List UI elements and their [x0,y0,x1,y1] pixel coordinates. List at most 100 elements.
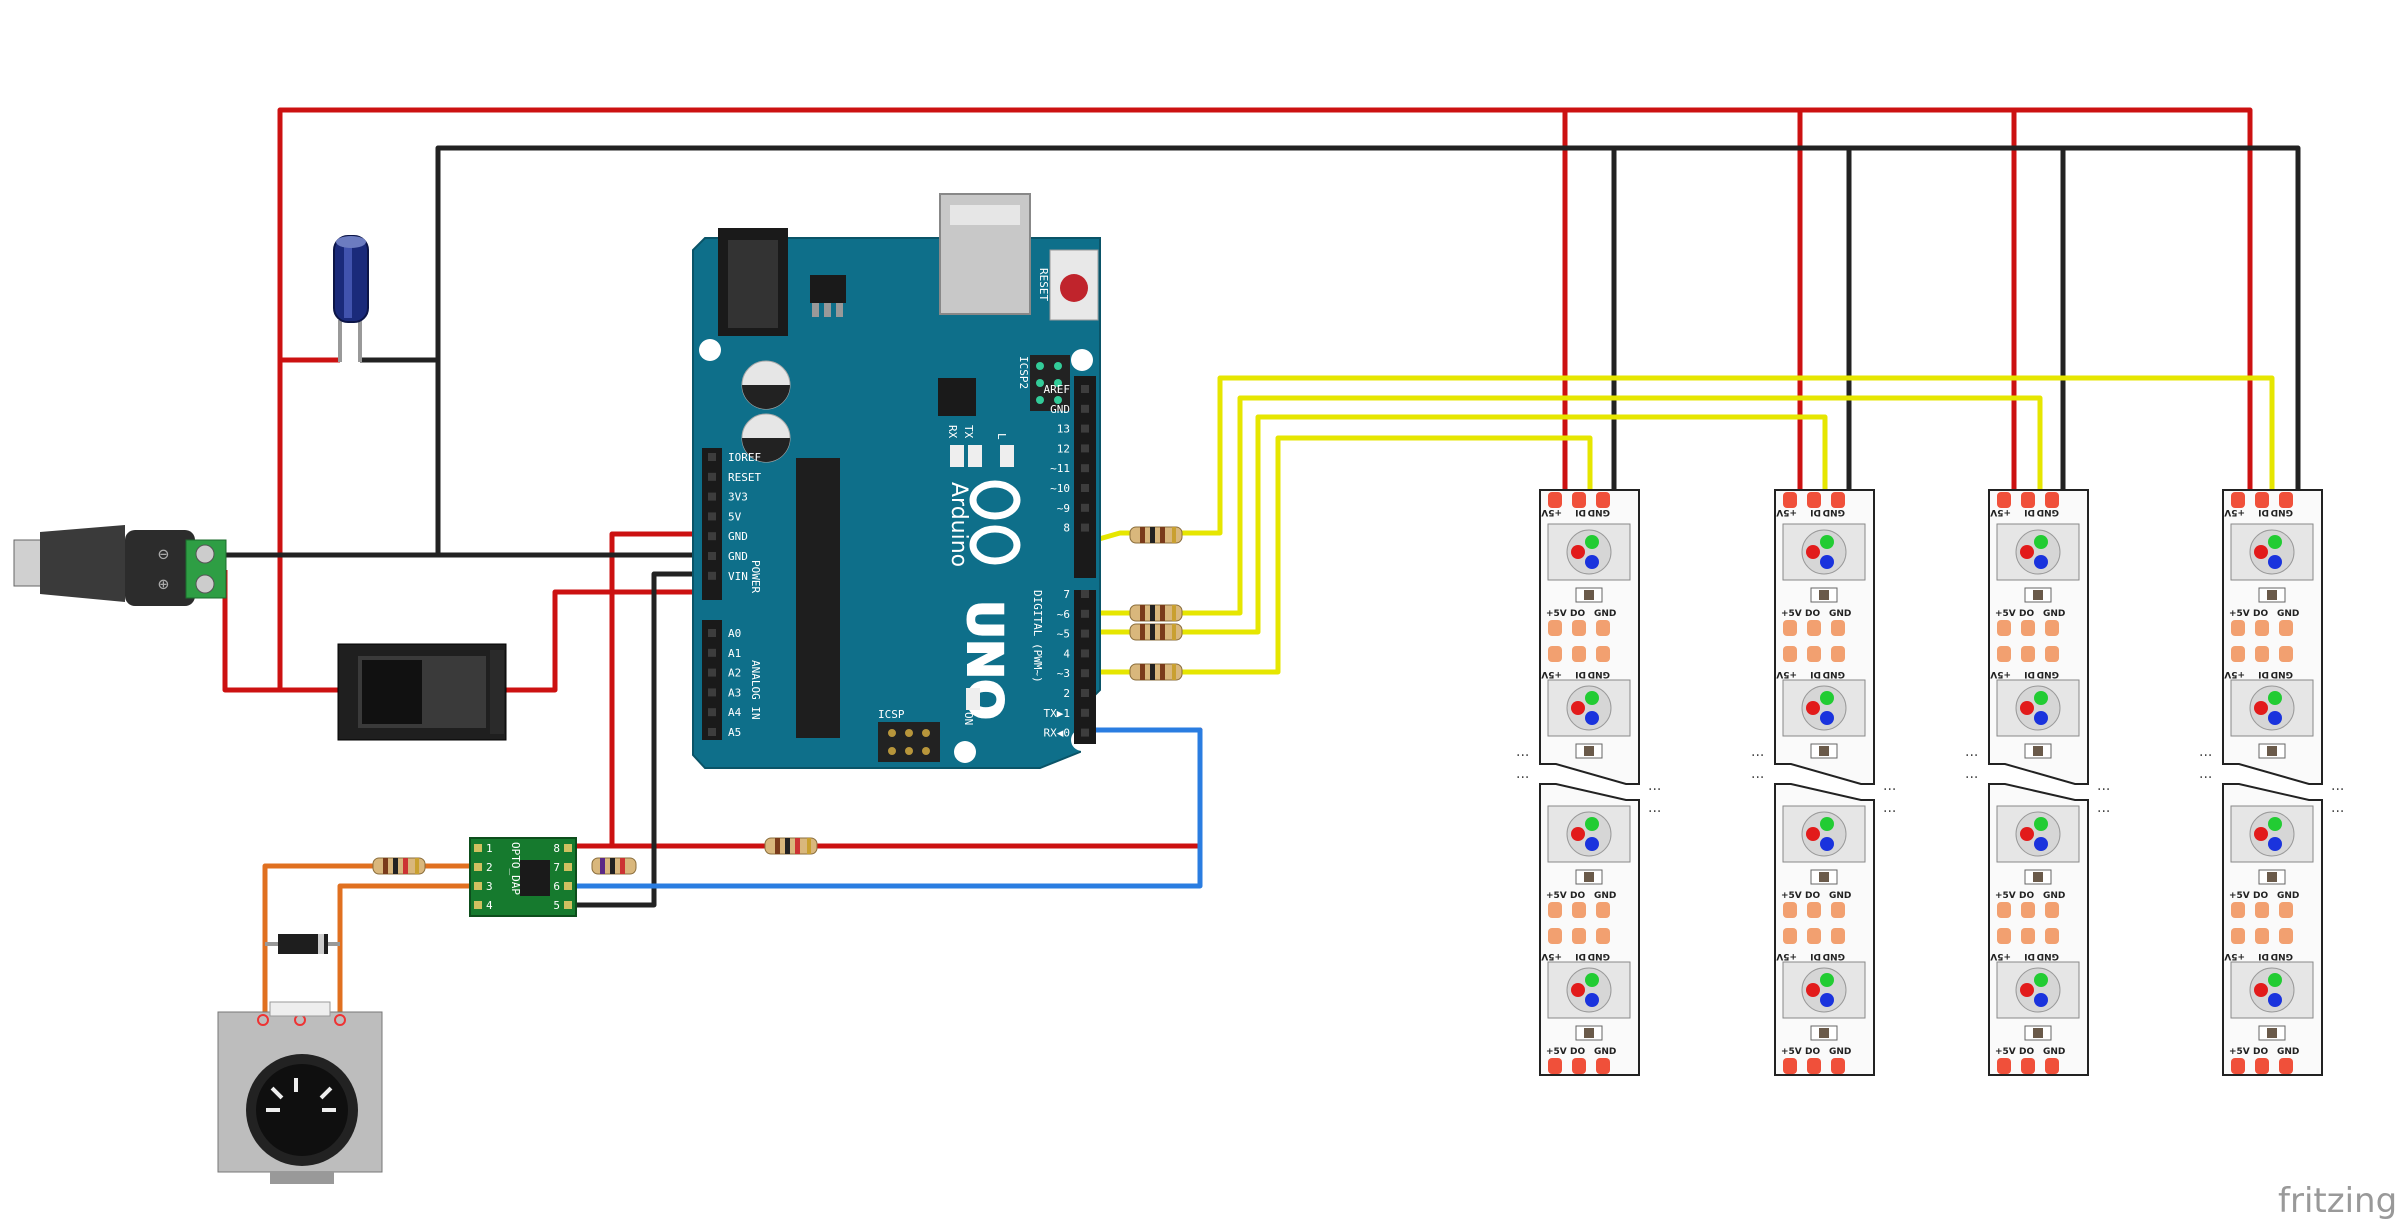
strip-pad [1783,1058,1797,1074]
strip-pad [1572,1058,1586,1074]
strip-pin-label: +5V [2224,507,2245,517]
rx-label: RX [946,425,959,439]
strip-pin-label: +5V [2229,891,2250,901]
strip-pad [2045,492,2059,508]
strip-pin-label: +5V [1541,669,1562,679]
strip-pad [2279,646,2293,662]
pin-label: A0 [728,627,741,640]
strip-pin-label: +5V [1781,1047,1802,1057]
resistor [1129,663,1183,681]
dc-jack: ⊖ ⊕ [13,525,227,606]
rocker-switch[interactable] [337,643,507,741]
strip-pad [2021,928,2035,944]
header-pin [1081,669,1089,678]
strip-pin-label: DO [1805,609,1820,619]
header-pin [1081,404,1089,413]
strip-pin-label: DI [2258,951,2269,961]
strip-pad [1548,928,1562,944]
strip-pad [2279,902,2293,918]
fritzing-logo: fritzing [2278,1181,2397,1221]
header-pin [1081,590,1089,598]
pin-label: IOREF [728,451,761,464]
strip-pin-label: DO [1570,891,1585,901]
strip-pad [1807,928,1821,944]
pin-label: GND [1050,403,1070,416]
strip-pin-label: DI [2024,951,2035,961]
strip-pin-label: +5V [1781,609,1802,619]
header-pin [708,472,716,481]
strip-pad [1572,492,1586,508]
continuation-mark: ... [2331,800,2344,816]
midi-pin-wire-b [337,883,480,1020]
strip-pin-label: GND [1594,1047,1616,1057]
strip-pin-label: GND [1588,507,1610,517]
resistor [591,857,637,875]
strip-pad [1572,902,1586,918]
strip-pad [2021,620,2035,636]
strip-pad [1548,1058,1562,1074]
pin-label: ~11 [1050,462,1070,475]
pin-label: 5V [728,510,742,523]
continuation-mark: ... [1751,744,1764,760]
header-pin [1081,649,1089,658]
strip-pin-label: +5V [2224,669,2245,679]
arduino-model: UNO [956,600,1012,720]
header-pin [708,532,716,541]
strip-pin-label: +5V [1990,669,2011,679]
opto-pin-label: 4 [486,899,493,912]
strip-pin-label: +5V [1990,507,2011,517]
strip-pin-label: GND [2277,1047,2299,1057]
strip-pin-label: +5V [1781,891,1802,901]
mount-hole [1071,349,1093,371]
pin-label: ~9 [1057,502,1070,515]
opto-pin-label: 1 [486,842,493,855]
pin-label: ~10 [1050,482,1070,495]
pin-label: ~6 [1057,608,1070,621]
continuation-mark: ... [2097,778,2110,794]
strip-pad [1997,646,2011,662]
strip-pad [1783,902,1797,918]
strip-pad [1783,646,1797,662]
strip-pin-label: +5V [1546,891,1567,901]
header-pin [1081,464,1089,473]
digital-label: DIGITAL (PWM~) [1031,590,1044,683]
strip-pad [2279,928,2293,944]
strip-pad [2279,620,2293,636]
pin-label: A3 [728,686,741,699]
strip-pad [1596,928,1610,944]
strip-pad [1997,620,2011,636]
strip-pad [1572,646,1586,662]
l-label: L [995,433,1008,440]
strip-pin-label: DO [2019,609,2034,619]
plus-icon: ⊕ [158,574,169,595]
data-wire-pin5 [1085,414,1828,635]
continuation-mark: ... [2331,778,2344,794]
strip-pin-label: +5V [1776,951,1797,961]
pin-label: GND [728,550,748,563]
header-pin [708,492,716,501]
minus-icon: ⊖ [158,544,169,565]
strip-pin-label: GND [2043,891,2065,901]
strip-pin-label: GND [1829,1047,1851,1057]
strip-pad [1807,492,1821,508]
icsp-label: ICSP [878,708,905,721]
capacitor [333,235,369,362]
strip-pin-label: GND [1823,669,1845,679]
strip-pin-label: GND [1588,669,1610,679]
strip-pad [1548,620,1562,636]
strip-pad [2231,928,2245,944]
continuation-mark: ... [1883,778,1896,794]
strip-pad [1596,1058,1610,1074]
strip-pad [2279,1058,2293,1074]
strip-pad [2255,1058,2269,1074]
header-pin [1081,523,1089,532]
strip-pad [1831,492,1845,508]
strip-pad [1997,492,2011,508]
strip-pin-label: DO [2253,891,2268,901]
strip-pin-label: DI [1575,507,1586,517]
continuation-mark: ... [1648,800,1661,816]
continuation-mark: ... [2199,744,2212,760]
